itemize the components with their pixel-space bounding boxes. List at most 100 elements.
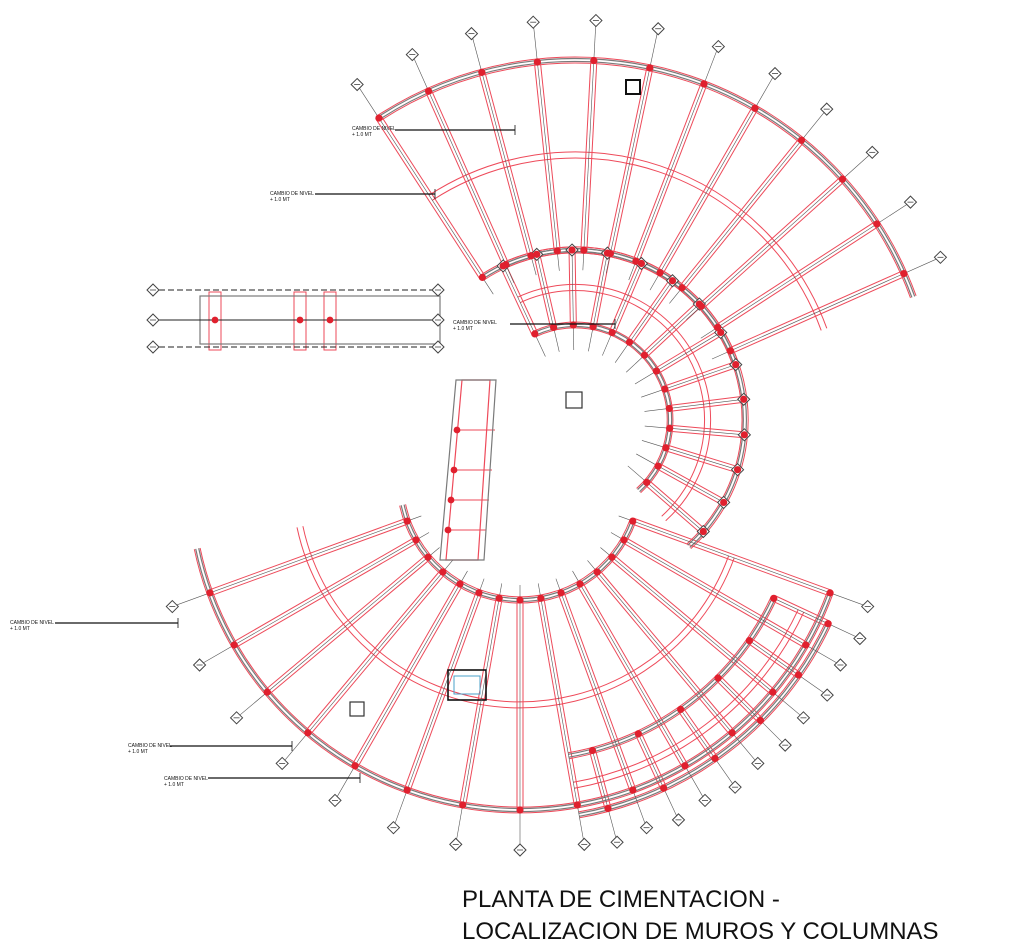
footing-beam	[666, 444, 739, 468]
column	[711, 754, 719, 763]
grid-axis	[172, 515, 422, 607]
core-box	[565, 391, 583, 409]
footing-beam	[568, 250, 571, 326]
footing-strip	[578, 622, 826, 813]
column	[728, 729, 736, 737]
footing-strip	[504, 252, 743, 545]
footing-beam	[375, 119, 481, 280]
wall-line	[198, 548, 830, 810]
grid-axis	[572, 570, 706, 801]
footing-beam	[642, 301, 698, 354]
level-note-label: CAMBIO DE NIVEL	[10, 620, 54, 626]
footing-strip	[573, 609, 799, 783]
column	[873, 220, 881, 228]
footing-beam	[543, 597, 581, 805]
column	[824, 620, 832, 628]
level-note-value: + 1.0 MT	[453, 326, 473, 332]
column	[475, 589, 483, 597]
grid-axis	[600, 547, 804, 719]
footing-beam	[668, 395, 744, 406]
level-note: CAMBIO DE NIVEL + 1.0 MT	[352, 126, 396, 138]
footing-beam	[715, 220, 876, 326]
footing-beam	[635, 734, 662, 790]
column	[700, 80, 708, 88]
footing-beam	[703, 180, 845, 309]
footing-strip	[193, 549, 834, 814]
column	[629, 517, 637, 525]
level-note-value: + 1.0 MT	[128, 749, 148, 755]
column	[516, 806, 524, 814]
column	[576, 580, 584, 588]
footing-beam	[459, 597, 497, 805]
column	[495, 594, 503, 602]
footing-beam	[613, 554, 776, 691]
core-box-inner	[453, 675, 481, 695]
column	[726, 347, 734, 355]
column	[478, 68, 486, 76]
column	[668, 277, 677, 285]
footing-beam	[606, 67, 648, 254]
column	[608, 328, 616, 337]
column	[453, 426, 461, 434]
level-note-label: CAMBIO DE NIVEL	[352, 126, 396, 132]
footing-beam	[669, 430, 745, 439]
column	[656, 269, 664, 277]
footing-beam	[586, 60, 598, 251]
footing-beam	[537, 598, 575, 806]
grid-axes-layer	[146, 13, 948, 857]
footing-beam	[633, 517, 832, 591]
column	[714, 674, 722, 682]
footing-beam	[663, 361, 735, 387]
grid-axis	[636, 453, 724, 503]
column	[516, 596, 524, 604]
core-box	[625, 79, 641, 95]
column	[230, 641, 238, 649]
column	[403, 786, 411, 794]
footing-beam	[626, 278, 671, 341]
footing-strip	[199, 547, 828, 808]
column	[550, 323, 558, 332]
column	[770, 594, 778, 602]
column	[740, 395, 748, 403]
column	[717, 328, 725, 337]
footing-beam	[609, 559, 772, 695]
footing-beam	[747, 642, 798, 678]
column	[646, 64, 654, 72]
footing-beam	[381, 116, 486, 277]
grid-axis	[455, 583, 503, 845]
footing-beam	[478, 72, 529, 257]
footing-beam	[533, 254, 552, 329]
footing-beam	[677, 710, 713, 761]
grid-axis	[627, 465, 704, 532]
column	[603, 249, 612, 257]
core-box	[349, 701, 365, 717]
column	[444, 526, 452, 534]
column	[569, 321, 577, 329]
level-note-label: CAMBIO DE NIVEL	[270, 191, 314, 197]
footing-beam	[563, 591, 637, 790]
wall-layer	[195, 57, 916, 817]
column	[580, 246, 588, 254]
wall-line	[535, 325, 670, 490]
column	[802, 641, 810, 649]
column	[573, 801, 581, 809]
footing-beam	[614, 264, 645, 334]
footing-beam	[232, 536, 415, 643]
footing-strip	[405, 504, 631, 598]
footing-beam	[728, 270, 903, 349]
wall-line	[403, 504, 632, 600]
grid-axis	[571, 250, 575, 351]
wall-line	[400, 505, 635, 603]
column	[838, 175, 847, 183]
column	[537, 594, 545, 602]
grid-axis	[587, 560, 759, 764]
footing-beam	[640, 732, 667, 788]
footing-beam	[632, 82, 702, 261]
grid-axis	[680, 709, 736, 788]
footing-strip	[501, 246, 749, 549]
footing-beam	[718, 226, 879, 331]
grid-axis	[618, 515, 868, 607]
column	[590, 56, 598, 65]
column	[412, 536, 420, 544]
